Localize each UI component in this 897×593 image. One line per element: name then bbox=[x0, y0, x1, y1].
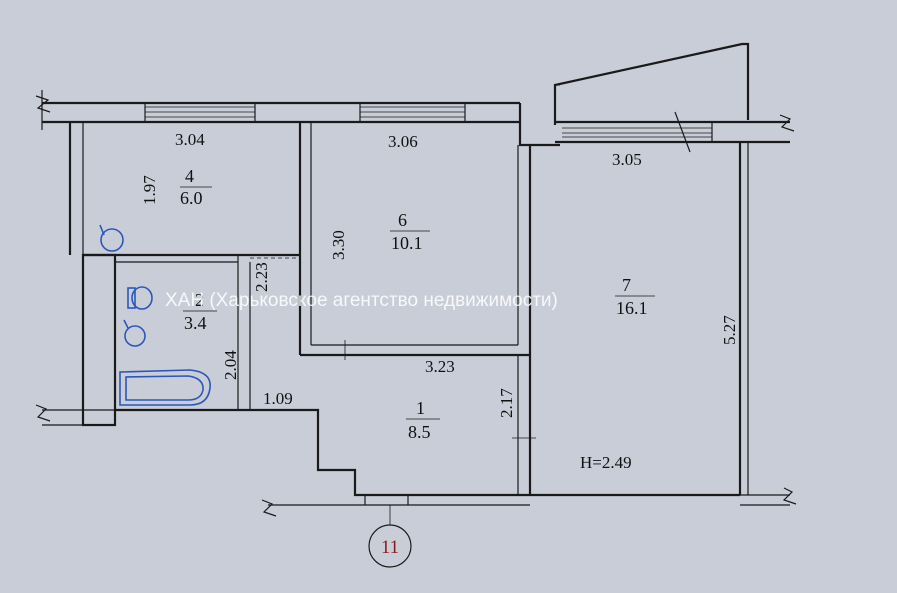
room-area: 10.1 bbox=[391, 233, 423, 253]
room-1-walls bbox=[250, 355, 536, 520]
dim-bath-upper: 2.23 bbox=[252, 262, 271, 292]
dim-room6-depth: 3.30 bbox=[329, 230, 348, 260]
room-7-label: 7 16.1 bbox=[615, 275, 655, 318]
room-6-walls bbox=[298, 145, 532, 495]
room-number: 7 bbox=[622, 275, 631, 295]
washbasin-bath-icon bbox=[123, 319, 146, 347]
room-7-walls bbox=[530, 142, 797, 506]
room-number: 6 bbox=[398, 210, 407, 230]
dim-room7-width: 3.05 bbox=[612, 150, 642, 169]
top-wall-right bbox=[555, 111, 795, 153]
axis-marker: 11 bbox=[368, 520, 412, 568]
dim-room4-depth: 1.97 bbox=[140, 175, 159, 205]
room-4-walls bbox=[68, 122, 312, 345]
dim-room7-depth: 5.27 bbox=[720, 315, 739, 345]
dim-room6-width: 3.06 bbox=[388, 132, 418, 151]
room-number: 2 bbox=[195, 290, 204, 310]
room-area: 6.0 bbox=[180, 188, 203, 208]
dim-room4-width: 3.04 bbox=[175, 130, 205, 149]
room-number: 4 bbox=[185, 166, 194, 186]
room-number: 1 bbox=[416, 398, 425, 418]
top-wall-left bbox=[35, 90, 520, 130]
room-6-label: 6 10.1 bbox=[390, 210, 430, 253]
room-area: 16.1 bbox=[616, 298, 648, 318]
washbasin-room4-icon bbox=[99, 224, 124, 252]
dim-hall-depth: 2.17 bbox=[497, 388, 516, 418]
dim-bath-lower: 2.04 bbox=[221, 350, 240, 380]
room-2-label: 2 3.4 bbox=[183, 290, 217, 333]
watermark-text: ХАН (Харьковское агентство недвижимости) bbox=[165, 290, 558, 311]
toilet-icon bbox=[127, 286, 153, 310]
room-1-label: 1 8.5 bbox=[406, 398, 440, 442]
room-area: 8.5 bbox=[408, 422, 431, 442]
balcony bbox=[553, 42, 750, 125]
bathroom-walls bbox=[35, 253, 300, 427]
dim-hall-width: 3.23 bbox=[425, 357, 455, 376]
room-4-label: 4 6.0 bbox=[180, 166, 212, 208]
bathtub-icon bbox=[119, 369, 211, 406]
dim-hall-step: 1.09 bbox=[263, 389, 293, 408]
ceiling-height: H=2.49 bbox=[580, 453, 632, 472]
axis-label: 11 bbox=[381, 537, 399, 558]
room-area: 3.4 bbox=[184, 313, 207, 333]
